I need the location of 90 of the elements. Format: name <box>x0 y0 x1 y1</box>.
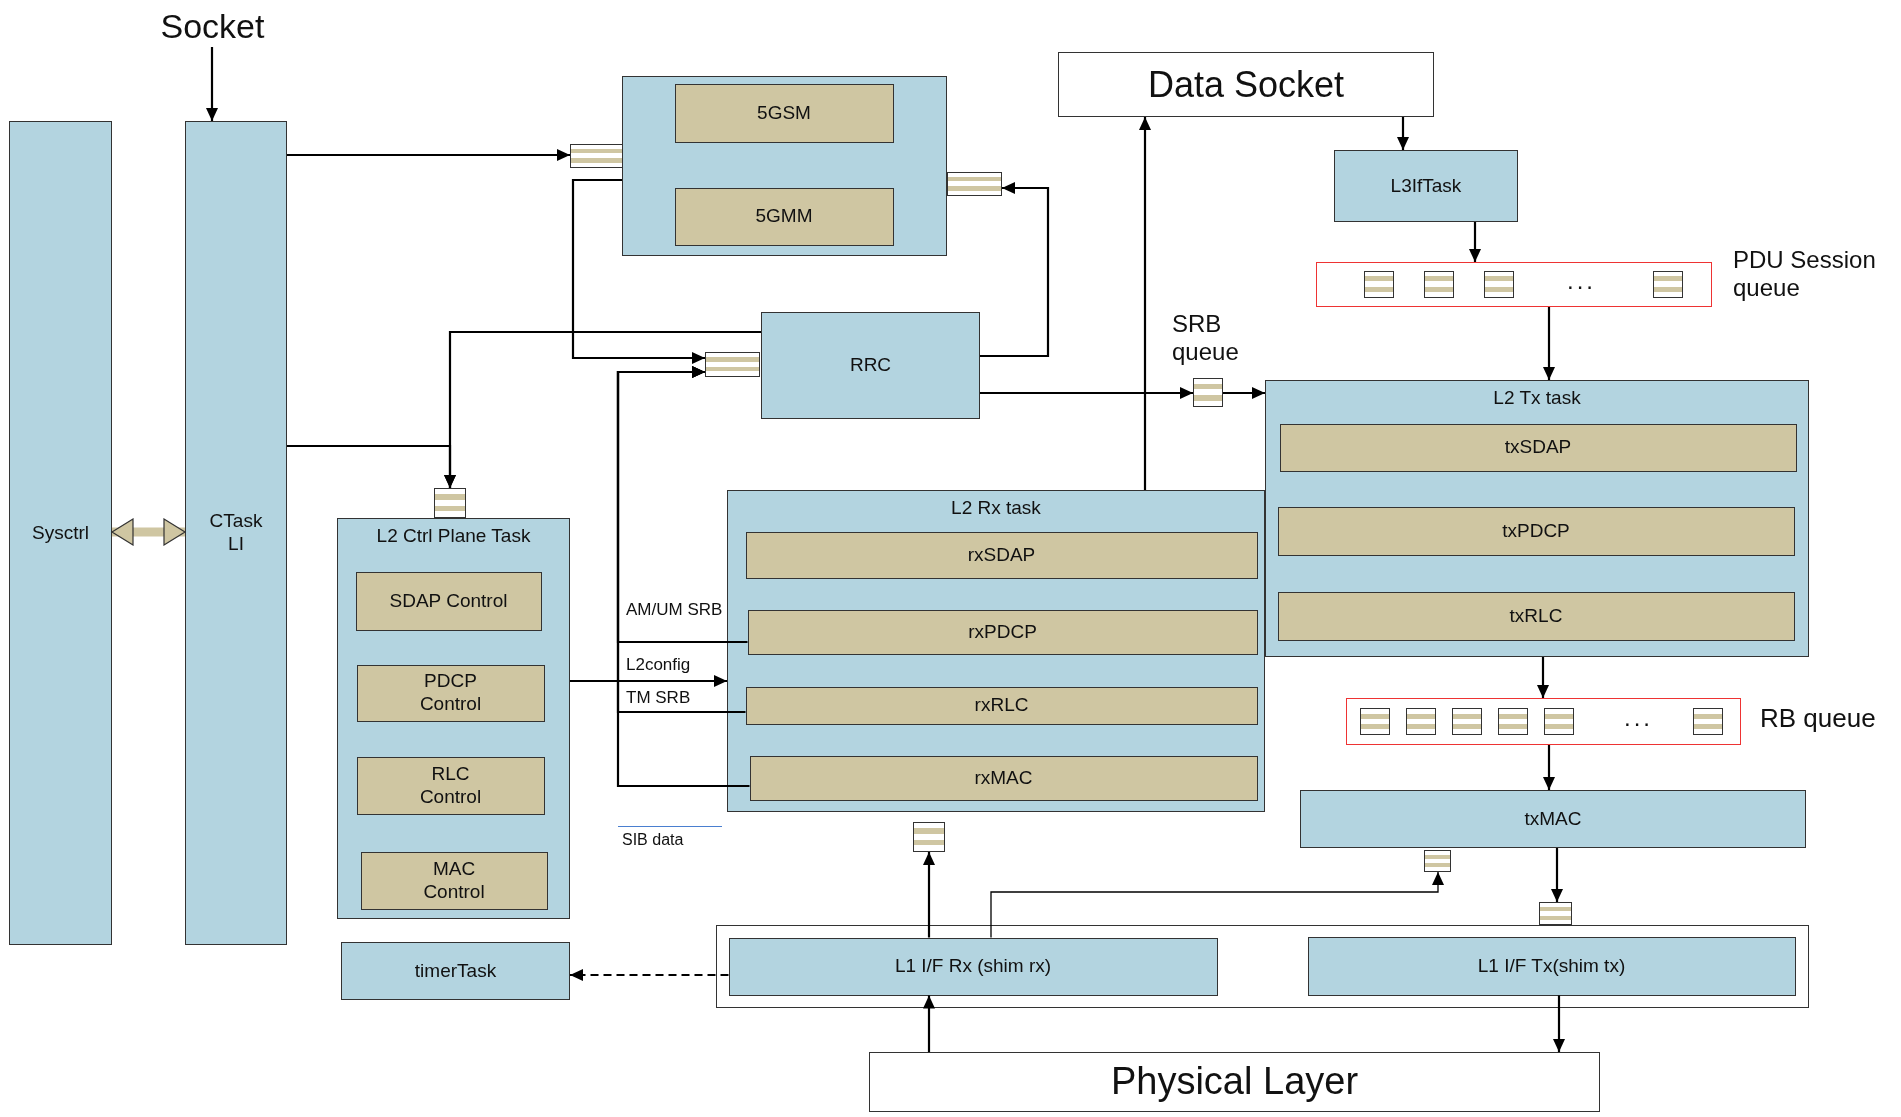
module-name: SDAP Control <box>389 589 508 613</box>
arrow <box>923 995 935 1052</box>
task-title: L2 Tx task <box>1492 387 1582 410</box>
submodule-box <box>355 571 542 631</box>
arrow <box>1537 657 1549 698</box>
module-name: PDCP Control <box>418 670 483 716</box>
arrow <box>980 387 1193 399</box>
queue-icon <box>434 488 466 518</box>
module-name: Data Socket <box>1147 62 1345 107</box>
task-title: L2 Rx task <box>950 497 1042 520</box>
module-name: 5GSM <box>757 101 811 125</box>
arrow <box>1543 307 1555 380</box>
layer-box <box>1058 52 1434 117</box>
module-box <box>1300 790 1806 848</box>
queue-icon <box>947 172 1002 196</box>
submodule-box <box>674 187 894 246</box>
arrow <box>287 149 570 161</box>
module-box <box>9 121 112 945</box>
layer-box <box>869 1052 1600 1112</box>
submodule-box <box>360 851 548 910</box>
module-box <box>728 937 1218 996</box>
module-name: txMAC <box>1524 807 1582 831</box>
submodule-box <box>749 755 1258 801</box>
module-name: MAC Control <box>422 857 486 904</box>
submodule-box <box>356 664 545 722</box>
submodule-box <box>356 756 545 815</box>
module-name: txRLC <box>1509 604 1563 628</box>
queue-icon <box>913 822 945 852</box>
heading-text: Socket <box>150 5 275 47</box>
queue-icon <box>705 352 760 377</box>
module-name: rxRLC <box>974 694 1029 717</box>
module-name: rxMAC <box>974 766 1033 790</box>
submodule-box <box>745 531 1258 579</box>
arrow <box>206 47 218 121</box>
arrow <box>287 444 456 488</box>
arrow <box>1551 848 1563 902</box>
module-box <box>1334 150 1518 222</box>
arrow <box>570 675 727 687</box>
submodule-box <box>745 686 1258 725</box>
module-box <box>185 121 287 945</box>
arrow <box>616 366 750 788</box>
module-box <box>622 76 947 256</box>
module-name: L1 I/F Rx (shim rx) <box>894 955 1052 978</box>
module-box <box>341 942 570 1000</box>
module-box <box>1307 936 1796 996</box>
module-name: rxPDCP <box>968 620 1037 644</box>
arrow <box>1543 745 1555 790</box>
arrow <box>1469 222 1481 262</box>
module-name: L1 I/F Tx(shim tx) <box>1477 954 1626 978</box>
module-name: 5GMM <box>755 205 813 228</box>
queue-icon <box>570 144 623 168</box>
arrow <box>990 871 1444 939</box>
queue-label: SRB queue <box>1172 310 1239 366</box>
task-panel <box>727 490 1265 812</box>
module-name: L3IfTask <box>1390 174 1462 198</box>
edge-label: L2config <box>624 655 693 675</box>
ellipsis-text: ... <box>1567 266 1596 296</box>
module-name: Physical Layer <box>1110 1059 1359 1105</box>
module-name: RLC Control <box>418 762 483 809</box>
module-name: txPDCP <box>1502 519 1570 543</box>
queue-label: PDU Session queue <box>1733 246 1877 302</box>
submodule-box <box>1277 506 1795 556</box>
arrow <box>570 969 729 981</box>
ellipsis-text: ... <box>1624 703 1653 733</box>
arrow <box>571 178 705 364</box>
arrow <box>1223 387 1265 399</box>
module-name: timerTask <box>414 959 497 983</box>
module-name: RRC <box>849 354 892 377</box>
module-name: Sysctrl <box>32 521 89 545</box>
submodule-box <box>674 83 894 143</box>
task-panel <box>1265 380 1809 657</box>
module-name: rxSDAP <box>967 543 1036 567</box>
task-title: L2 Ctrl Plane Task <box>375 525 532 548</box>
module-name: txSDAP <box>1504 436 1572 459</box>
queue-label: RB queue <box>1760 704 1877 734</box>
arrow <box>1553 995 1565 1052</box>
task-panel <box>337 518 570 919</box>
layer-box <box>716 925 1809 1008</box>
submodule-box <box>1279 423 1797 472</box>
arrow <box>980 182 1050 358</box>
arrow <box>1139 117 1151 490</box>
queue-icon <box>1424 850 1451 872</box>
arrow <box>923 852 935 938</box>
submodule-box <box>747 609 1258 655</box>
module-name: CTask LI <box>208 510 264 556</box>
module-box <box>761 312 980 419</box>
double-arrow <box>111 518 186 546</box>
arrow <box>1397 117 1409 150</box>
submodule-box <box>1277 591 1795 641</box>
queue-icon <box>1539 902 1572 925</box>
